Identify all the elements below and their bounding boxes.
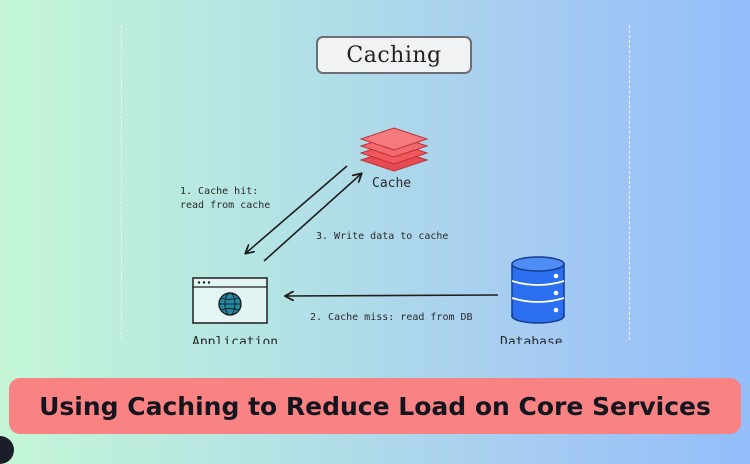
diagram-clip-area: Application Database bbox=[122, 0, 630, 344]
cache-miss-label: 2. Cache miss: read from DB bbox=[310, 312, 473, 323]
diagram-title: Caching bbox=[316, 36, 472, 74]
arrow-write-cache bbox=[263, 174, 361, 262]
cache-icon bbox=[359, 127, 429, 172]
diagram-graphics bbox=[192, 127, 565, 324]
cache-hit-label-line1: 1. Cache hit: bbox=[180, 186, 259, 197]
application-window-icon bbox=[192, 277, 268, 324]
database-icon bbox=[511, 256, 565, 324]
arrow-cache-hit bbox=[246, 165, 348, 253]
arrow-cache-miss bbox=[286, 295, 499, 296]
write-cache-label: 3. Write data to cache bbox=[316, 231, 449, 242]
cache-hit-label-line2: read from cache bbox=[180, 200, 271, 211]
application-label: Application bbox=[192, 335, 279, 344]
cache-label: Cache bbox=[372, 176, 412, 191]
left-dashed-border bbox=[121, 25, 122, 340]
right-dashed-border bbox=[629, 25, 630, 340]
database-label: Database bbox=[500, 335, 563, 344]
title-banner: Using Caching to Reduce Load on Core Ser… bbox=[9, 378, 741, 434]
